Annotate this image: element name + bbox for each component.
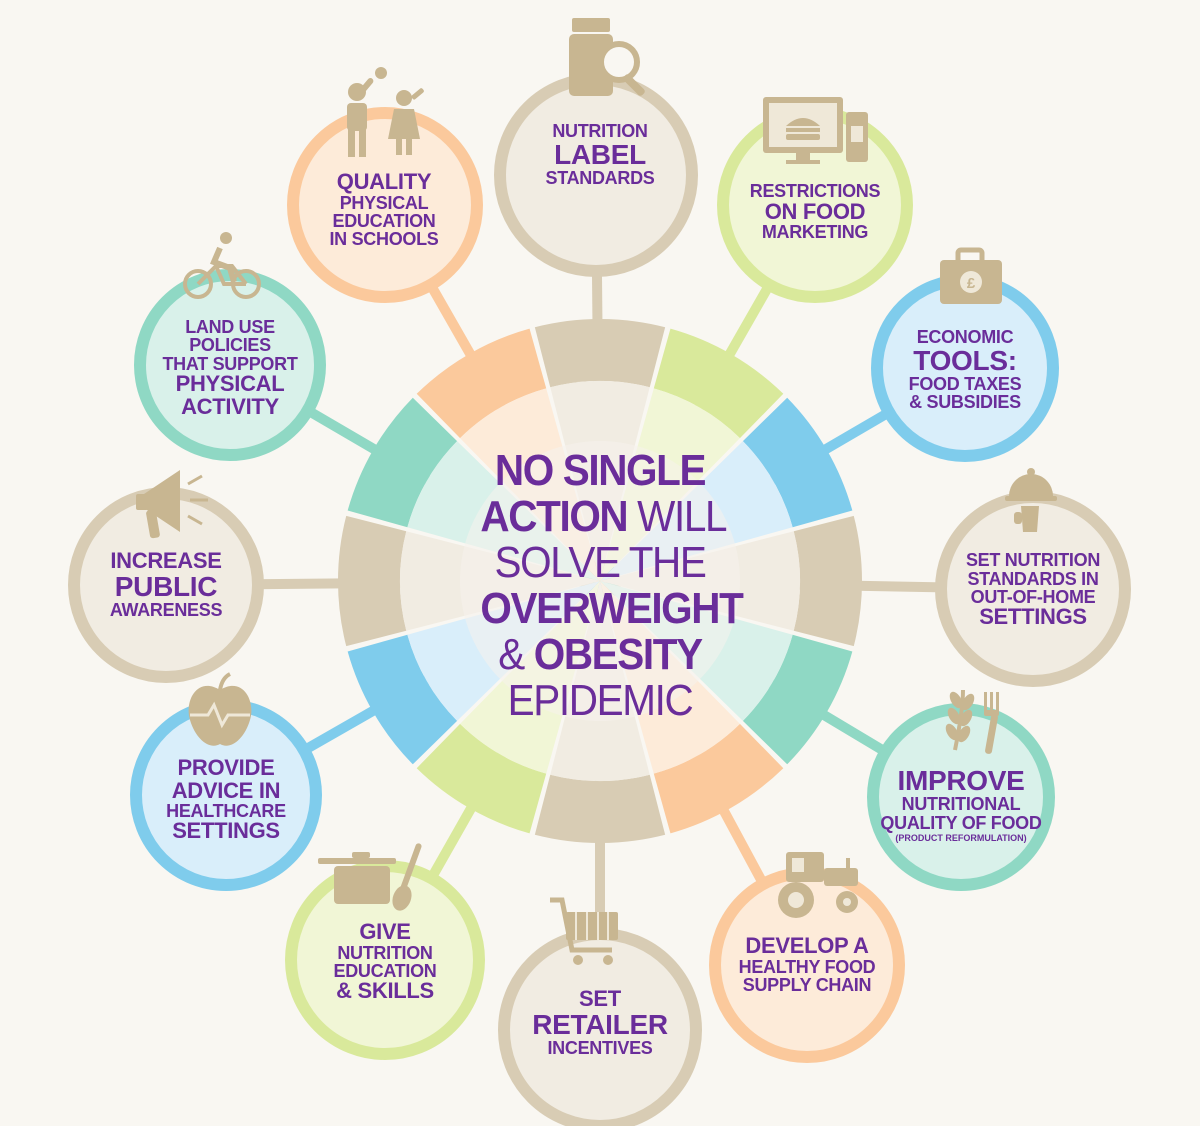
shopping-cart-icon [550, 897, 618, 965]
node-label-line: INCENTIVES [547, 1038, 653, 1059]
node-label-line: HEALTHCARE [166, 801, 286, 822]
node-label-line: THAT SUPPORT [162, 353, 298, 374]
apple-heartbeat-icon [188, 672, 252, 746]
node-label-line: SETTINGS [979, 604, 1087, 630]
node-label-line: QUALITY OF FOOD [880, 812, 1042, 833]
icons: £ [136, 18, 1057, 965]
megaphone-icon [136, 470, 208, 539]
ring-segment-outer [534, 774, 666, 844]
node-label-line: AWARENESS [109, 600, 223, 621]
node-label-line: SET [579, 986, 621, 1012]
node-label-line: RETAILER [532, 1008, 668, 1040]
node-label-line: ADVICE IN [171, 777, 281, 803]
node-out-of-home: SET NUTRITION STANDARDS IN OUT-OF-HOME S… [953, 545, 1113, 635]
briefcase-pound-icon: £ [940, 247, 1002, 304]
node-label-line: IMPROVE [897, 764, 1025, 796]
ring-segment-outer [534, 319, 666, 388]
node-label-line: STANDARDS IN [967, 568, 1099, 589]
center-title-line: OBESITY [533, 630, 703, 679]
node-label-line: OUT-OF-HOME [970, 586, 1096, 607]
node-label-line: EDUCATION [332, 211, 436, 232]
center-title-line: WILL [627, 492, 727, 541]
node-label-line: NUTRITIONAL [901, 794, 1021, 815]
node-label-line: DEVELOP A [745, 933, 869, 959]
node-label-line: PUBLIC [114, 570, 218, 602]
node-economic-tools: ECONOMIC TOOLS: FOOD TAXES & SUBSIDIES [885, 318, 1045, 422]
center-title-line: SOLVE THE [494, 538, 706, 587]
node-label-line: IN SCHOOLS [329, 229, 439, 250]
node-label-line: ECONOMIC [916, 327, 1014, 348]
ring-segment-outer [338, 515, 407, 647]
ring-segment-outer [653, 328, 784, 439]
computer-burger-icon [763, 97, 868, 164]
ring-segment-outer [347, 397, 458, 528]
ring-segment-outer [416, 723, 547, 834]
node-label-line: FOOD TAXES [908, 374, 1022, 395]
node-label-line: TOOLS: [913, 344, 1017, 376]
node-label-line: & SKILLS [336, 978, 434, 1004]
tractor-icon [778, 852, 858, 918]
node-label-line: SETTINGS [172, 818, 280, 844]
node-label-line: HEALTHY FOOD [738, 956, 876, 977]
node-label-line: RESTRICTIONS [749, 181, 881, 202]
ring-segment-outer [347, 634, 458, 765]
node-public-awareness: INCREASE PUBLIC AWARENESS [86, 540, 246, 630]
node-label-line: ON FOOD [764, 198, 866, 224]
center-title-line: NO SINGLE [494, 446, 707, 495]
node-label-line: LABEL [554, 138, 646, 170]
center-title-line: & [498, 630, 534, 679]
cyclist-icon [183, 232, 261, 299]
node-label-line: (PRODUCT REFORMULATION) [895, 833, 1027, 844]
node-label-line: PROVIDE [177, 755, 275, 781]
ring-segment-outer [653, 723, 784, 834]
node-nutrition-label: NUTRITION LABEL STANDARDS [520, 110, 680, 200]
node-label-line: SUPPLY CHAIN [742, 975, 872, 996]
node-retailer: SET RETAILER INCENTIVES [515, 978, 685, 1068]
ring-segment-outer [793, 515, 863, 647]
node-label-line: STANDARDS [545, 168, 655, 189]
node-label-line: GIVE [359, 919, 411, 945]
center-title: NO SINGLE ACTION WILL SOLVE THE OVERWEIG… [480, 446, 743, 725]
cooking-pot-spoon-icon [318, 843, 422, 911]
ring-segment-outer [742, 397, 853, 528]
center-title-line: EPIDEMIC [507, 676, 694, 725]
node-label-line: SET NUTRITION [965, 550, 1101, 571]
node-label-line: ACTIVITY [181, 393, 279, 419]
center-title-line: ACTION [480, 492, 628, 541]
center-disc [460, 441, 740, 721]
node-label-line: INCREASE [110, 548, 222, 574]
ring-segment-outer [416, 328, 547, 439]
wheat-fork-icon [945, 689, 999, 754]
children-ball-icon [347, 67, 424, 157]
node-food-marketing: RESTRICTIONS ON FOOD MARKETING [735, 172, 895, 252]
node-label-line: NUTRITION [552, 121, 648, 142]
node-supply-chain: DEVELOP A HEALTHY FOOD SUPPLY CHAIN [727, 925, 887, 1005]
center-title-line: OVERWEIGHT [480, 584, 743, 633]
center-ring [338, 319, 863, 844]
ring-segment-outer [742, 634, 853, 765]
node-label-line: LAND USE [185, 317, 275, 338]
jar-magnifier-icon [569, 18, 645, 96]
node-physical-education: QUALITY PHYSICAL EDUCATION IN SCHOOLS [304, 160, 464, 260]
node-nutrition-education: GIVE NUTRITION EDUCATION & SKILLS [305, 912, 465, 1012]
node-label-line: POLICIES [189, 335, 271, 356]
node-label-line: PHYSICAL [175, 371, 285, 397]
node-land-use: LAND USE POLICIES THAT SUPPORT PHYSICAL … [150, 312, 310, 424]
node-healthcare-advice: PROVIDE ADVICE IN HEALTHCARE SETTINGS [146, 750, 306, 850]
node-label-line: MARKETING [761, 222, 869, 243]
node-reformulation: IMPROVE NUTRITIONAL QUALITY OF FOOD (PRO… [880, 760, 1042, 850]
node-label-line: & SUBSIDIES [909, 392, 1021, 413]
bubbles [68, 73, 1131, 1126]
cloche-hand-icon [1005, 468, 1057, 532]
node-label-line: NUTRITION [337, 942, 433, 963]
node-label-line: QUALITY [336, 169, 432, 195]
node-label-line: EDUCATION [333, 961, 437, 981]
node-label-line: PHYSICAL [339, 192, 429, 213]
svg-text:£: £ [967, 275, 976, 292]
bubble-physical-education [287, 107, 483, 303]
